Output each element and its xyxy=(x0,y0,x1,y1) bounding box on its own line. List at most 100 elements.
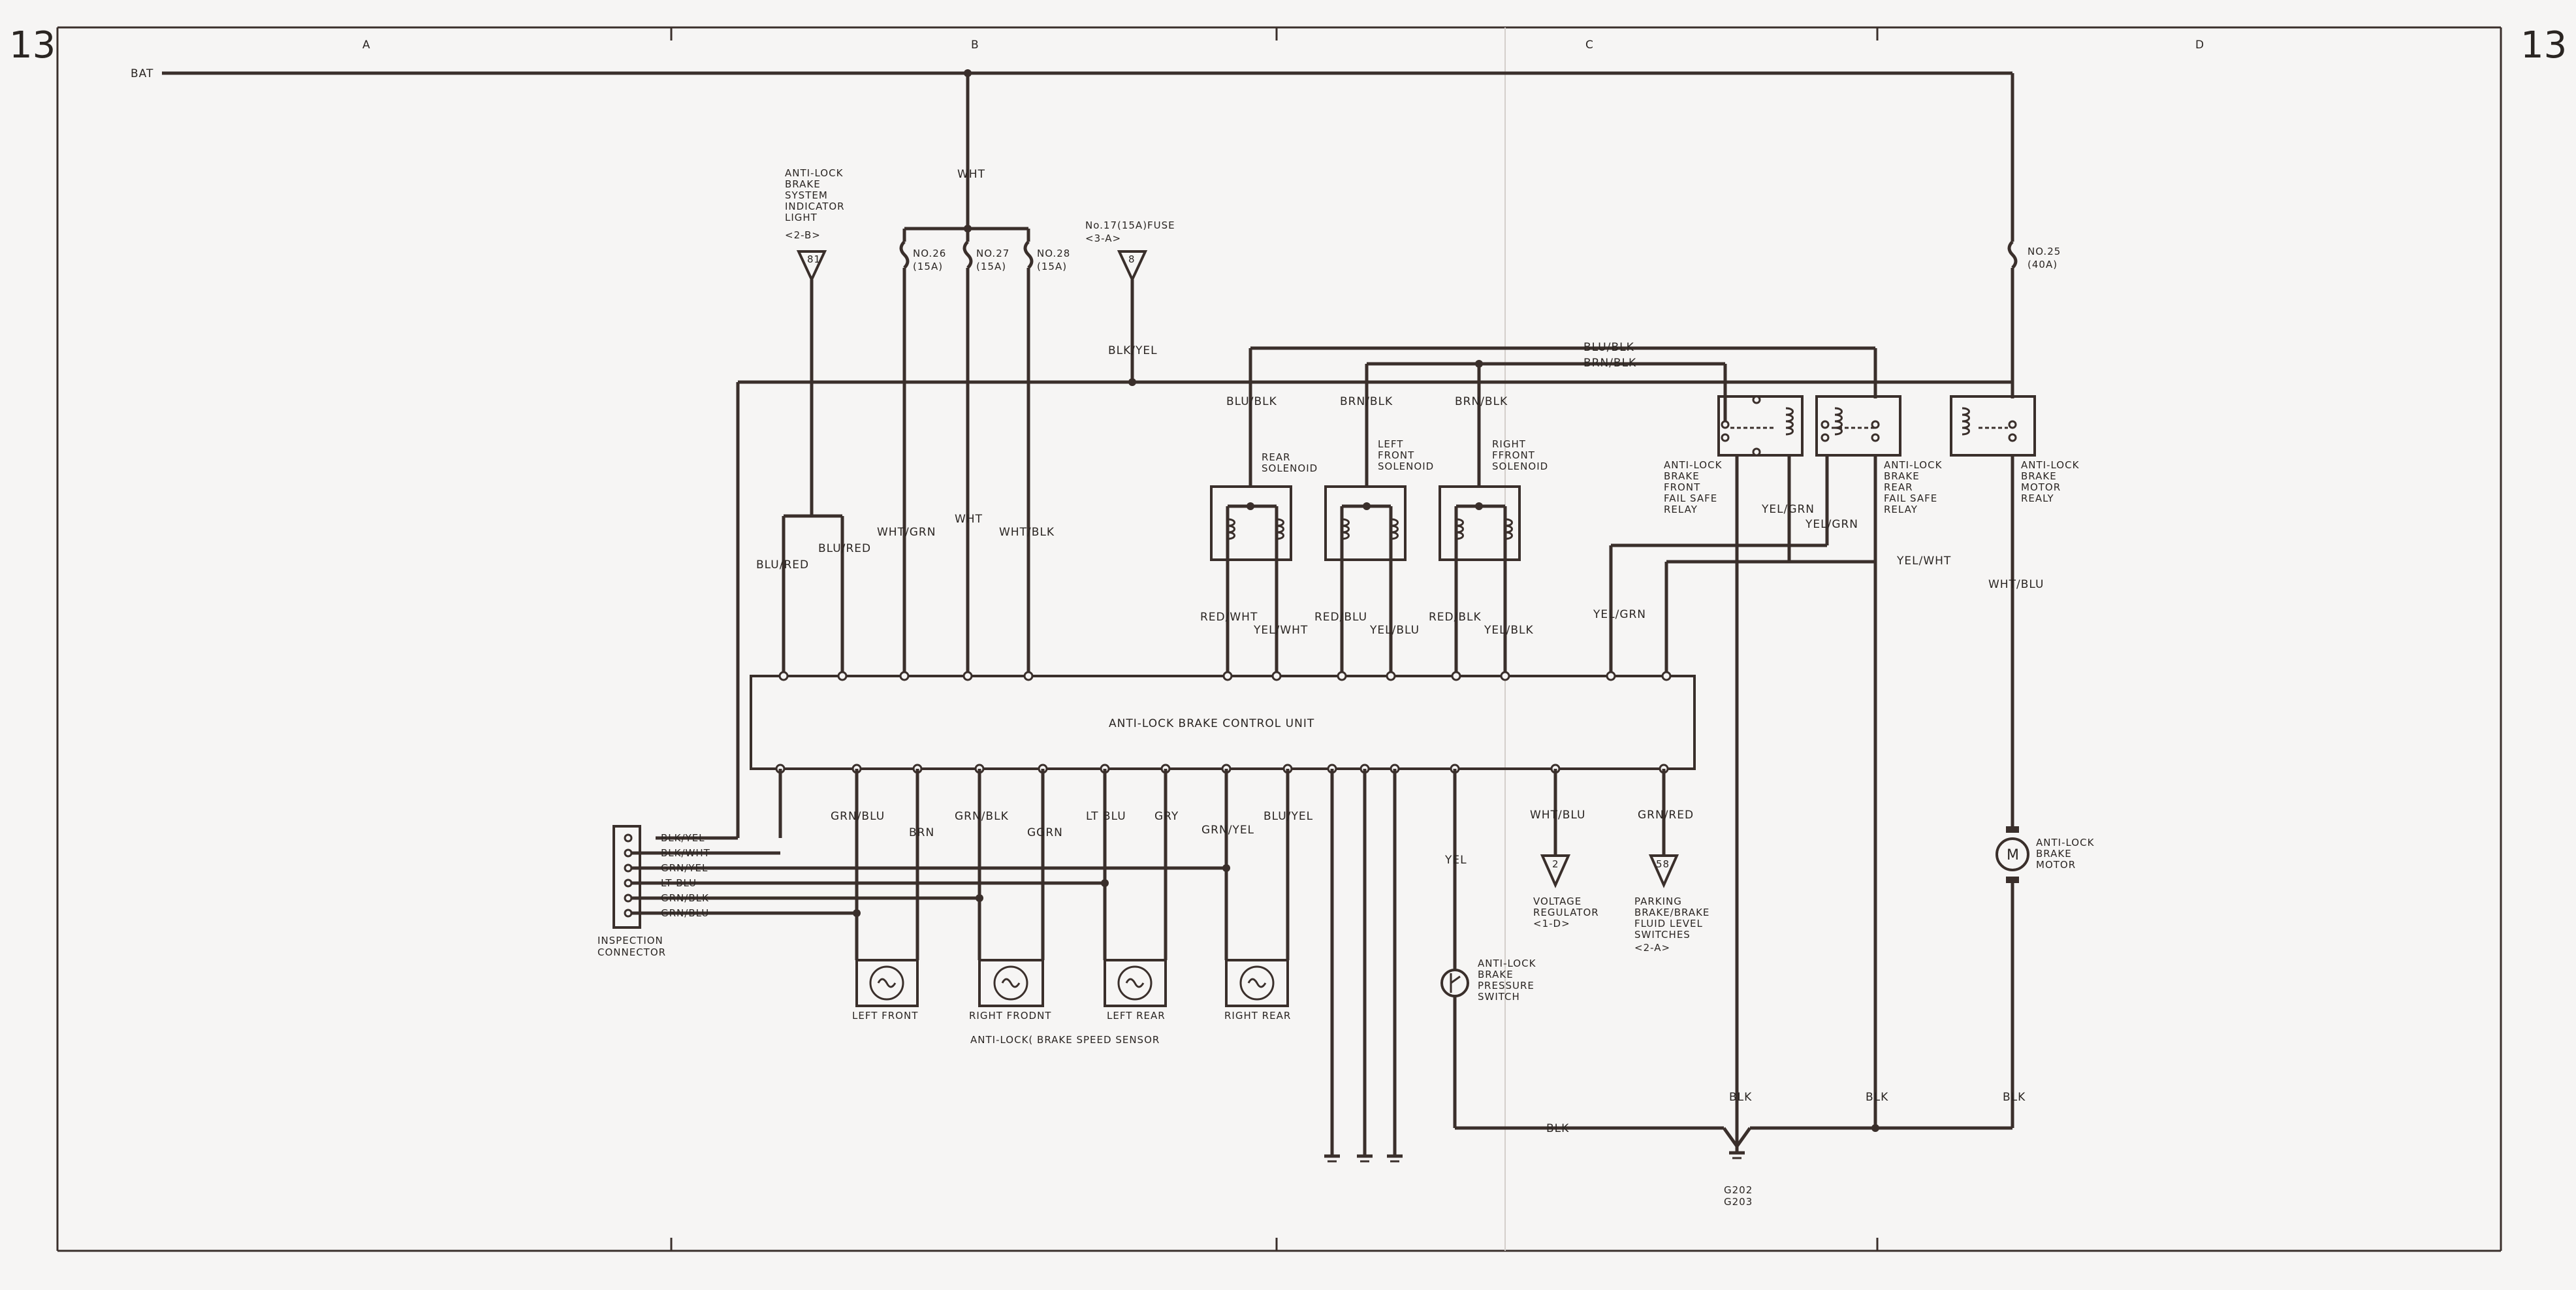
motor-relay: ANTI-LOCK BRAKE MOTOR REALY xyxy=(1950,395,2080,504)
grid-col-b: B xyxy=(971,39,979,52)
svg-text:LEFT FRONT: LEFT FRONT xyxy=(852,1010,918,1022)
svg-text:<2-A>: <2-A> xyxy=(1634,942,1670,954)
svg-text:<3-A>: <3-A> xyxy=(1085,233,1121,244)
svg-text:BRAKE: BRAKE xyxy=(785,178,821,190)
page-frame xyxy=(56,26,2502,1252)
svg-text:LT BLU: LT BLU xyxy=(661,877,697,889)
fuse-27-rating: (15A) xyxy=(976,261,1006,272)
svg-text:BRAKE: BRAKE xyxy=(2021,470,2057,482)
fuse-25 xyxy=(2007,240,2018,398)
grn-yel-label: GRN/YEL xyxy=(1201,824,1254,837)
svg-text:ANTI-LOCK: ANTI-LOCK xyxy=(785,167,844,179)
pressure-switch: ANTI-LOCK BRAKE PRESSURE SWITCH xyxy=(1440,958,1536,1003)
abs-indicator-light: ANTI-LOCK BRAKE SYSTEM INDICATOR LIGHT <… xyxy=(785,167,845,516)
fuse-28 xyxy=(1023,240,1034,676)
grid-col-c: C xyxy=(1585,39,1594,52)
wht-blk-label: WHT/BLK xyxy=(999,526,1055,539)
cu-output-wires xyxy=(778,769,2012,1156)
grn-blu-label: GRN/BLU xyxy=(831,810,885,823)
svg-text:PARKING: PARKING xyxy=(1634,895,1682,907)
right-front-solenoid: RIGHT FFRONT SOLENOID xyxy=(1439,438,1548,676)
svg-text:ANTI-LOCK: ANTI-LOCK xyxy=(2021,459,2080,471)
speed-sensor-right-front: RIGHT FRODNT xyxy=(969,914,1051,1022)
blu-red-a-label: BLU/RED xyxy=(756,558,809,572)
blk-yel-wire xyxy=(656,380,2012,840)
ground-g202-g203: G202 G203 xyxy=(1724,1146,1753,1208)
svg-text:REGULATOR: REGULATOR xyxy=(1533,907,1599,918)
svg-text:MOTOR: MOTOR xyxy=(2036,859,2076,871)
svg-text:No.17(15A)FUSE: No.17(15A)FUSE xyxy=(1085,219,1175,231)
svg-text:BRAKE: BRAKE xyxy=(1664,470,1700,482)
yel-grn-relay-a-label: YEL/GRN xyxy=(1761,503,1815,516)
fuse-28-rating: (15A) xyxy=(1037,261,1067,272)
red-blu-label: RED/BLU xyxy=(1314,611,1367,624)
svg-text:SOLENOID: SOLENOID xyxy=(1378,460,1434,472)
cu-input-wires xyxy=(782,514,844,676)
svg-text:GRN/BLU: GRN/BLU xyxy=(661,907,709,919)
svg-text:<2-B>: <2-B> xyxy=(785,229,821,241)
abs-light-ref: 81 xyxy=(807,253,821,265)
svg-text:INDICATOR: INDICATOR xyxy=(785,201,845,212)
junction-node xyxy=(964,69,972,77)
ggrn-label: GGRN xyxy=(1027,826,1063,839)
svg-text:GRN/BLK: GRN/BLK xyxy=(661,892,709,904)
svg-text:MOTOR: MOTOR xyxy=(2021,481,2061,493)
fuse-26-label: NO.26 xyxy=(913,248,946,259)
svg-text:LEFT: LEFT xyxy=(1378,438,1403,450)
svg-text:FLUID LEVEL: FLUID LEVEL xyxy=(1634,918,1703,929)
yel-label: YEL xyxy=(1444,854,1467,867)
lt-blu-label: LT BLU xyxy=(1086,810,1126,823)
fuse-26 xyxy=(899,240,910,676)
wht-main-label: WHT xyxy=(957,168,985,181)
left-front-solenoid: LEFT FRONT SOLENOID xyxy=(1324,438,1434,676)
gry-label: GRY xyxy=(1154,810,1179,823)
svg-text:BRAKE: BRAKE xyxy=(1478,969,1514,980)
battery-wire xyxy=(162,71,2014,242)
svg-text:LIGHT: LIGHT xyxy=(785,212,818,223)
relay-control-wires xyxy=(1248,346,1877,487)
rear-solenoid: REAR SOLENOID xyxy=(1210,451,1317,676)
grid-col-a: A xyxy=(362,39,371,52)
speed-sensor-group-label: ANTI-LOCK( BRAKE SPEED SENSOR xyxy=(970,1034,1160,1046)
svg-text:FAIL SAFE: FAIL SAFE xyxy=(1664,492,1717,504)
svg-text:ANTI-LOCK: ANTI-LOCK xyxy=(2036,837,2095,848)
svg-text:GRN/YEL: GRN/YEL xyxy=(661,862,708,874)
blu-red-b-label: BLU/RED xyxy=(818,542,871,555)
svg-text:LEFT REAR: LEFT REAR xyxy=(1107,1010,1166,1022)
fuse17-ref: 8 xyxy=(1128,253,1136,265)
abs-motor: M ANTI-LOCK BRAKE MOTOR xyxy=(1996,826,2095,883)
blk-a-label: BLK xyxy=(1729,1091,1752,1104)
yel-grn-cu-label: YEL/GRN xyxy=(1593,608,1646,621)
svg-text:58: 58 xyxy=(1656,858,1670,870)
wht-blu-vr-label: WHT/BLU xyxy=(1530,809,1585,822)
parking-brake-switches: 58 PARKING BRAKE/BRAKE FLUID LEVEL SWITC… xyxy=(1634,854,1709,954)
svg-text:SWITCH: SWITCH xyxy=(1478,991,1520,1003)
page-number-right: 13 xyxy=(2520,24,2567,67)
svg-text:RIGHT REAR: RIGHT REAR xyxy=(1224,1010,1291,1022)
wht-grn-label: WHT/GRN xyxy=(877,526,936,539)
chassis-grounds xyxy=(1324,1154,1403,1163)
speed-sensor-left-rear: LEFT REAR xyxy=(1103,914,1168,1022)
svg-text:FRONT: FRONT xyxy=(1664,481,1700,493)
wht-mid-label: WHT xyxy=(955,513,983,526)
svg-text:REAR: REAR xyxy=(1884,481,1913,493)
svg-text:BLK/WHT: BLK/WHT xyxy=(661,847,710,859)
svg-text:M: M xyxy=(2007,847,2019,863)
svg-text:BRAKE: BRAKE xyxy=(2036,848,2072,860)
grn-blk-label: GRN/BLK xyxy=(955,810,1009,823)
brn-blk-top-label: BRN/BLK xyxy=(1583,357,1636,370)
svg-text:ANTI-LOCK: ANTI-LOCK xyxy=(1664,459,1723,471)
svg-text:PRESSURE: PRESSURE xyxy=(1478,980,1534,992)
yel-blk-label: YEL/BLK xyxy=(1484,624,1534,637)
blk-c-label: BLK xyxy=(2003,1091,2026,1104)
red-wht-label: RED/WHT xyxy=(1200,611,1258,624)
control-unit-label: ANTI-LOCK BRAKE CONTROL UNIT xyxy=(1109,717,1314,730)
svg-text:G202: G202 xyxy=(1724,1184,1753,1196)
svg-text:2: 2 xyxy=(1552,858,1559,870)
svg-text:FAIL SAFE: FAIL SAFE xyxy=(1884,492,1937,504)
svg-text:ANTI-LOCK: ANTI-LOCK xyxy=(1478,958,1536,969)
rear-fail-safe-relay: ANTI-LOCK BRAKE REAR FAIL SAFE RELAY xyxy=(1815,395,1942,515)
svg-text:SOLENOID: SOLENOID xyxy=(1492,460,1548,472)
yel-grn-relay-b-label: YEL/GRN xyxy=(1805,518,1858,531)
fuse-25-label: NO.25 xyxy=(2027,246,2061,257)
